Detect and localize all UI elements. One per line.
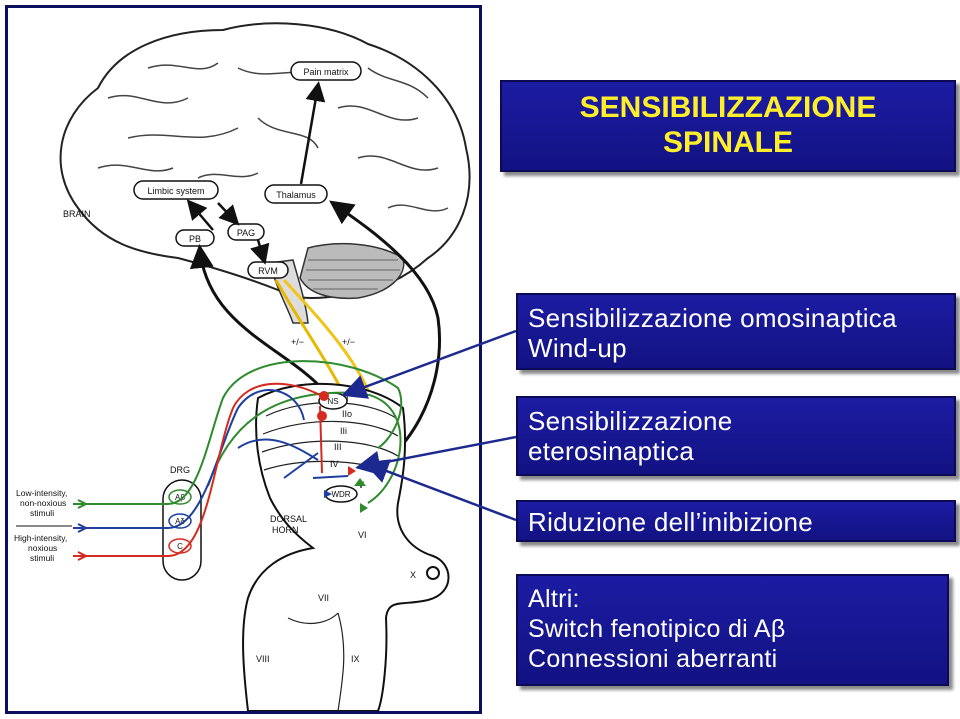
high-intensity-label-2: noxious <box>28 543 57 553</box>
red-synapse-2 <box>319 391 329 401</box>
limbic-system-label: Limbic system <box>147 186 204 196</box>
title-line-2: SPINALE <box>662 126 794 159</box>
lamina-viii-label: VIII <box>256 654 270 664</box>
modulation-right-label: +/− <box>342 337 355 347</box>
inibizione-line-1: Riduzione dell’inibizione <box>528 507 814 537</box>
low-intensity-label-3: stimuli <box>30 508 54 518</box>
high-intensity-label-1: High-intensity, <box>14 533 67 543</box>
pag-node <box>227 223 265 241</box>
pag-to-rvm-arrow <box>250 239 270 265</box>
brain-gyri <box>97 62 449 212</box>
pag-label: PAG <box>237 228 255 238</box>
pain-pathway-diagram: BRAIN Pain matrix Limbic system Thalamus… <box>14 22 471 711</box>
ns-label: NS <box>327 397 338 406</box>
lamina-x-label: X <box>410 570 416 580</box>
blue-adelta-fiber <box>73 389 305 529</box>
wdr-label: WDR <box>331 490 350 499</box>
eterosinaptica-box: Sensibilizzazione eterosinaptica <box>516 396 956 476</box>
lamina-iii-roman-label: III <box>334 442 342 452</box>
omosinaptica-line-1: Sensibilizzazione omosinaptica <box>528 303 897 333</box>
neuroanatomy-figure: BRAIN Pain matrix Limbic system Thalamus… <box>5 5 482 714</box>
title-box: SENSIBILIZZAZIONE SPINALE <box>500 80 956 172</box>
adelta-label: Aδ <box>175 517 185 526</box>
adelta-soma <box>168 513 192 529</box>
brain-label: BRAIN <box>63 209 91 219</box>
dorsal-horn-label-2: HORN <box>272 525 299 535</box>
altri-line-1: Altri: <box>528 585 580 613</box>
blue-fiber-branch <box>237 438 319 461</box>
red-synapse-1 <box>317 411 327 421</box>
lamina-vi-label: VI <box>358 530 367 540</box>
red-c-fiber <box>73 382 323 557</box>
pain-matrix-node <box>290 61 362 81</box>
omosinaptica-box: Sensibilizzazione omosinaptica Wind-up <box>516 293 956 370</box>
thalamus-label: Thalamus <box>276 190 316 200</box>
lamina-iio-label: IIo <box>342 409 352 419</box>
lamina-iv-label: IV <box>330 459 339 469</box>
cerebellum <box>299 242 405 300</box>
blue-interneuron <box>283 452 349 479</box>
dorsal-horn-label-1: DORSAL <box>270 514 307 524</box>
limbic-system-node <box>133 180 219 200</box>
eterosinaptica-line-1: Sensibilizzazione <box>528 406 733 436</box>
pb-to-limbic-arrow <box>186 199 214 231</box>
green-terminal <box>354 478 366 486</box>
lamina-ix-label: IX <box>351 654 360 664</box>
lamina-vii-label: VII <box>318 593 329 603</box>
thalamus-node <box>264 184 328 204</box>
abeta-label: Aβ <box>175 493 185 502</box>
inibizione-box: Riduzione dell’inibizione <box>516 500 956 542</box>
pain-matrix-label: Pain matrix <box>303 67 349 77</box>
brain-outline <box>59 22 471 299</box>
lamina-iii-label: IIi <box>340 426 347 436</box>
altri-box: Altri: Switch fenotipico di Aβ Connessio… <box>516 574 949 686</box>
eterosinaptica-line-2: eterosinaptica <box>528 436 695 466</box>
low-intensity-label-1: Low-intensity, <box>16 488 67 498</box>
central-canal <box>426 566 440 580</box>
modulation-left-label: +/− <box>291 337 304 347</box>
drg-label: DRG <box>170 465 190 475</box>
c-label: C <box>177 542 183 551</box>
pb-label: PB <box>189 234 201 244</box>
ascending-to-pb-arrow <box>189 244 328 394</box>
low-intensity-label-2: non-noxious <box>20 498 66 508</box>
green-abeta-fiber <box>73 360 403 505</box>
rvm-label: RVM <box>258 266 278 276</box>
omosinaptica-line-2: Wind-up <box>528 333 627 363</box>
title-line-1: SENSIBILIZZAZIONE <box>579 91 877 124</box>
high-intensity-label-3: stimuli <box>30 553 54 563</box>
altri-line-3: Connessioni aberranti <box>528 645 778 673</box>
altri-line-2: Switch fenotipico di Aβ <box>528 615 786 643</box>
limbic-to-pag-arrow <box>217 202 240 226</box>
thalamus-to-pain-matrix-arrow <box>299 81 326 185</box>
